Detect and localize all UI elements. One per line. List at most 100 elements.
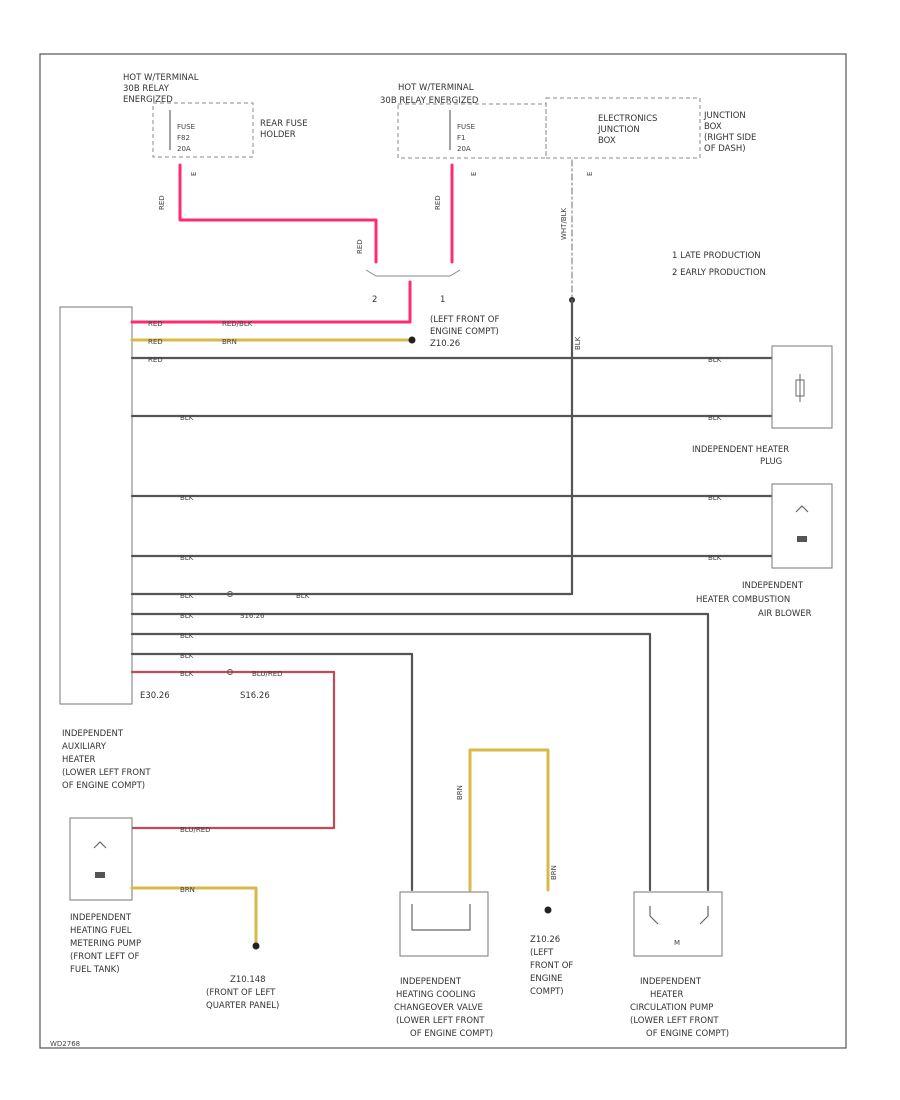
rear-fuse-dash-box (152, 102, 254, 158)
tag-blk-7: BLK (708, 554, 722, 562)
tag-brn-v2: BRN (550, 865, 558, 880)
tag-blk-9: BLK (296, 592, 310, 600)
ejb-line1: ELECTRONICS (598, 114, 657, 124)
tag-red-row1: RED (148, 320, 163, 328)
valve-coil-icon (411, 904, 471, 931)
ground-bottom-line3: FRONT OF (530, 961, 573, 971)
junction-box: HOT W/TERMINAL 30B RELAY ENERGIZED FUSE … (380, 83, 756, 176)
ejb-dark-wire (130, 298, 574, 596)
splice-connector (365, 269, 461, 277)
tag-red-row2: RED (148, 338, 163, 346)
blower-line2: HEATER COMBUSTION (696, 595, 790, 605)
rear-fuse-holder: HOT W/TERMINAL 30B RELAY ENERGIZED FUSE … (123, 73, 308, 176)
ground-z-line2: ENGINE COMPT) (430, 327, 499, 337)
hot-right-line2: 30B RELAY ENERGIZED (380, 96, 479, 106)
circ-pump-line3: CIRCULATION PUMP (630, 1003, 713, 1013)
pump-wire-b (130, 632, 652, 892)
tag-blk-6: BLK (708, 494, 722, 502)
ejb-dash-box (545, 97, 701, 159)
fuel-pump-line5: FUEL TANK) (70, 965, 120, 975)
heater-plug-line1: INDEPENDENT HEATER (692, 445, 789, 455)
tag-blk-11: BLK (180, 632, 194, 640)
fuel-pump-line1: INDEPENDENT (70, 913, 132, 923)
aux-heater-line4: (LOWER LEFT FRONT (62, 768, 151, 778)
ground-148-line2: (FRONT OF LEFT (206, 988, 276, 998)
valve-brn-wire (468, 748, 550, 892)
rear-fuse-pin: E (190, 172, 198, 176)
ejb-line2: JUNCTION (597, 125, 640, 135)
resistor-icon (795, 374, 805, 402)
fuel-motor-icon (93, 841, 107, 849)
rear-fuse-line2: HOLDER (260, 130, 296, 140)
splice-num-1: 1 (440, 295, 445, 305)
aux-heater-line5: OF ENGINE COMPT) (62, 781, 145, 791)
valve-wire-a (130, 652, 414, 892)
fuse-left-line2: F82 (177, 134, 190, 142)
aux-heater-line1: INDEPENDENT (62, 729, 124, 739)
fuel-pump-box (69, 817, 133, 901)
aux-heater-line2: AUXILIARY (62, 742, 107, 752)
note-late: 1 LATE PRODUCTION (672, 251, 761, 261)
tag-red-row3: RED (148, 356, 163, 364)
tag-blk-3: BLK (708, 414, 722, 422)
fuel-pump-brn-wire (130, 886, 258, 946)
connector-c1 (227, 591, 233, 597)
valve-line4: (LOWER LEFT FRONT (396, 1016, 485, 1026)
ground-z-dot (408, 336, 416, 344)
tag-blk-4: BLK (180, 494, 194, 502)
note-early: 2 EARLY PRODUCTION (672, 268, 766, 278)
hot-right-line1: HOT W/TERMINAL (398, 83, 474, 93)
ground-bottom-line2: (LEFT (530, 948, 554, 958)
pump-wire-a (130, 612, 710, 892)
tag-blu-red-2: BLU/RED (180, 826, 211, 834)
jb-line3: (RIGHT SIDE (704, 133, 756, 143)
conn-e30: E30.26 (140, 691, 170, 701)
circ-pump-line5: OF ENGINE COMPT) (646, 1029, 729, 1039)
tag-blk-10: BLK (180, 612, 194, 620)
ground-148-line1: Z10.148 (230, 975, 266, 985)
motor-icon (795, 505, 809, 513)
tag-brn-v1: BRN (456, 785, 464, 800)
hot-left-line2: 30B RELAY (123, 84, 170, 94)
jb-line2: BOX (704, 122, 722, 132)
tag-blk-5: BLK (180, 554, 194, 562)
ground-z-line3: Z10.26 (430, 339, 460, 349)
fuse-left-line1: FUSE (177, 123, 195, 131)
red-blk-wire (130, 280, 412, 324)
circ-pump-line1: INDEPENDENT (640, 977, 702, 987)
valve-line5: OF ENGINE COMPT) (410, 1029, 493, 1039)
fuse-right-dash-box (397, 103, 547, 159)
heater-plug-line2: PLUG (760, 457, 782, 467)
valve-line2: HEATING COOLING (396, 990, 476, 1000)
circ-pump-box (633, 891, 723, 957)
tag-blk-1: BLK (180, 414, 194, 422)
aux-heater-box (59, 306, 133, 705)
tag-blu-red-1: BLU/RED (252, 670, 283, 678)
ground-bottom-line5: COMPT) (530, 987, 564, 997)
ejb-pin: E (586, 172, 594, 176)
tag-red-3: RED (356, 239, 364, 254)
blower-box (771, 483, 833, 569)
pump-motor-symbol: M (674, 939, 680, 947)
valve-box (399, 891, 489, 957)
jb-line4: OF DASH) (704, 144, 746, 154)
ground-z-line1: (LEFT FRONT OF (430, 315, 499, 325)
tag-brn-fp: BRN (180, 886, 195, 894)
fuse-left-line3: 20A (177, 145, 191, 153)
rear-fuse-line1: REAR FUSE (260, 119, 308, 129)
tag-blk-12: BLK (180, 652, 194, 660)
fuse-right-pin: E (470, 172, 478, 176)
page-code: WD2768 (50, 1040, 80, 1048)
fuel-pump-line2: HEATING FUEL (70, 926, 132, 936)
diagram-border (39, 53, 847, 1049)
hot-left-line3: ENERGIZED (123, 95, 173, 105)
fuse-right-line2: F1 (457, 134, 465, 142)
connector-c2 (227, 669, 233, 675)
tag-red-1: RED (158, 195, 166, 210)
ejb-line3: BOX (598, 136, 616, 146)
heater-plug-box (771, 345, 833, 429)
ground-bottom-line4: ENGINE (530, 974, 563, 984)
fuel-pump-terminal-icon (95, 872, 105, 878)
tag-wht-blk: WHT/BLK (560, 207, 568, 240)
